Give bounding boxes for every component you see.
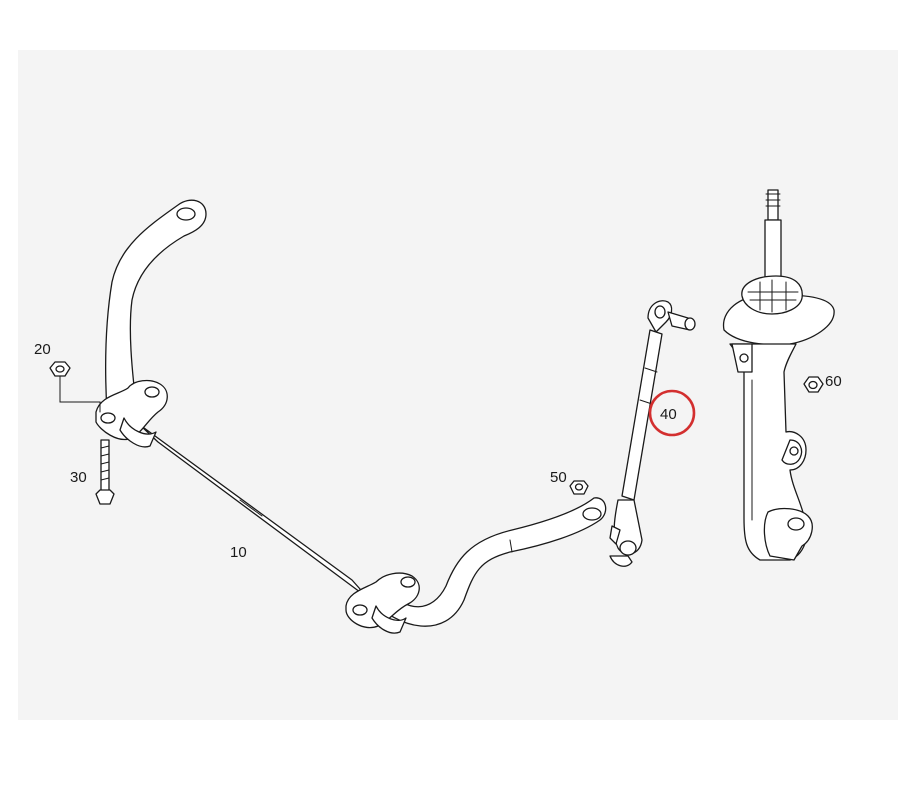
callout-50: 50 [550,469,567,486]
bolt-30[interactable] [95,439,115,505]
shock-absorber-strut[interactable] [722,189,835,561]
nut-50[interactable] [569,480,589,495]
callout-60: 60 [825,373,842,390]
callout-20: 20 [34,341,51,358]
callout-30: 30 [70,469,87,486]
stabilizer-mount-left[interactable] [95,379,168,448]
stabilizer-bar[interactable] [104,199,607,627]
stabilizer-mount-right[interactable] [345,572,420,634]
flange-nut-60[interactable] [803,376,824,393]
callout-40: 40 [660,406,677,423]
hex-nut-20[interactable] [49,361,101,413]
callout-10: 10 [230,544,247,561]
callout-40-highlight-ring [648,389,696,437]
stabilizer-link-40[interactable] [609,300,696,567]
